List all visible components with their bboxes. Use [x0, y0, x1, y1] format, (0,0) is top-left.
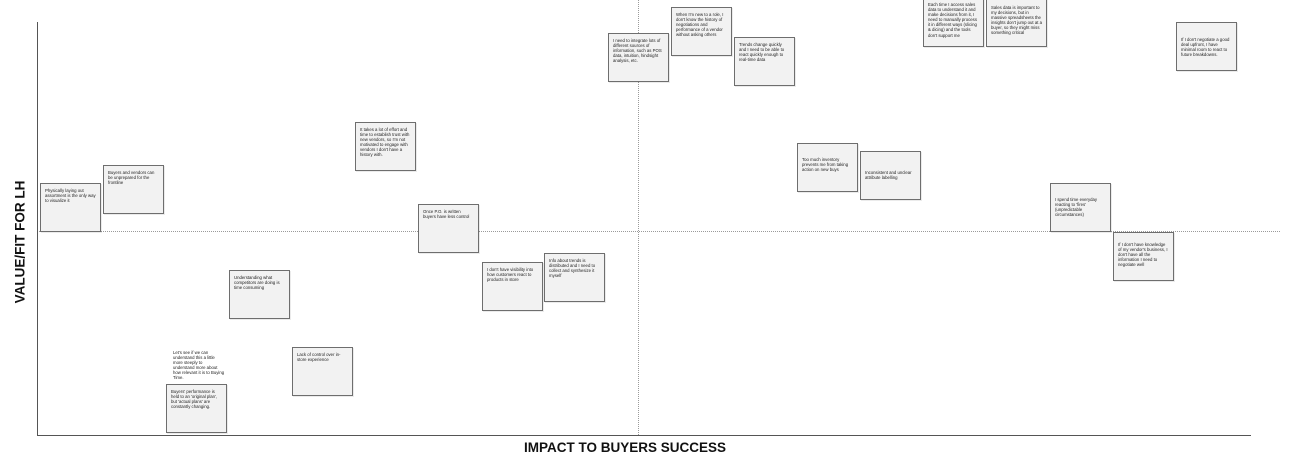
x-axis-line — [37, 435, 1251, 436]
sticky-note[interactable]: Info about trends is distributed and I n… — [544, 253, 605, 302]
sticky-note[interactable]: I need to integrate lots of different so… — [608, 33, 669, 82]
horizontal-midline — [37, 231, 1280, 232]
sticky-note[interactable]: I spend time everyday reacting to 'fires… — [1050, 183, 1111, 232]
sticky-note[interactable]: If I don't have knowledge of my vendor's… — [1113, 232, 1174, 281]
sticky-note[interactable]: I don't have visibility into how custome… — [482, 262, 543, 311]
sticky-note[interactable]: If I don't negotiate a good deal upfront… — [1176, 22, 1237, 71]
sticky-note[interactable]: Sales data is important to my decisions,… — [986, 0, 1047, 47]
sticky-note[interactable]: Each time I access sales data to underst… — [923, 0, 984, 47]
annotation-text: Let's see if we can understand this a li… — [173, 350, 225, 381]
sticky-note[interactable]: Inconsistent and unclear attribute label… — [860, 151, 921, 200]
sticky-note[interactable]: Trends change quickly and I need to be a… — [734, 37, 795, 86]
y-axis-line — [37, 22, 38, 435]
y-axis-label: VALUE/FIT FOR LH — [12, 180, 28, 304]
sticky-note[interactable]: Buyers and vendors can be unprepared for… — [103, 165, 164, 214]
sticky-note[interactable]: Understanding what competitors are doing… — [229, 270, 290, 319]
sticky-note[interactable]: Buyers' performance is held to an 'origi… — [166, 384, 227, 433]
vertical-midline — [638, 0, 639, 435]
sticky-note[interactable]: When I'm new to a role, I don't know the… — [671, 7, 732, 56]
x-axis-label: IMPACT TO BUYERS SUCCESS — [523, 440, 727, 455]
sticky-note[interactable]: Too much inventory prevents me from taki… — [797, 143, 858, 192]
sticky-note[interactable]: Once P.O. is written buyers have less co… — [418, 204, 479, 253]
sticky-note[interactable]: Lack of control over in-store experience — [292, 347, 353, 396]
sticky-note[interactable]: Physically laying out assortment is the … — [40, 183, 101, 232]
sticky-note[interactable]: It takes a lot of effort and time to est… — [355, 122, 416, 171]
